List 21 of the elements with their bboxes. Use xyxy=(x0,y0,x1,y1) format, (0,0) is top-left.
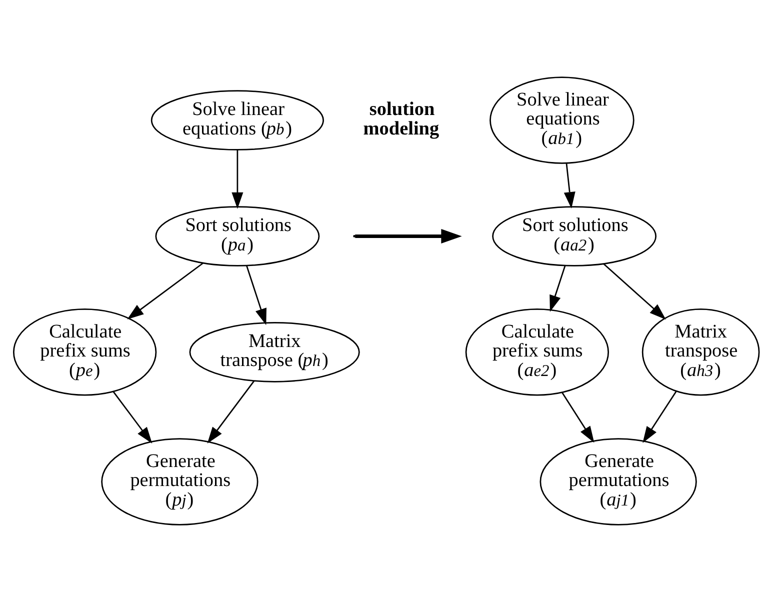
arrow xyxy=(112,391,152,444)
node-ellipse: Sort solutions (aa2) xyxy=(492,206,657,266)
node-ellipse: Solve linear equations (ab1) xyxy=(490,76,634,164)
node-ellipse: Generate permutations (pj) xyxy=(101,438,258,526)
node-ellipse: Sort solutions (pa) xyxy=(155,206,320,266)
arrow xyxy=(561,392,594,443)
label: solution modeling xyxy=(363,99,440,140)
node-ellipse: Generate permutations (aj1) xyxy=(540,438,697,526)
node-ellipse: Solve linear equations (pb) xyxy=(150,90,324,150)
arrow xyxy=(550,265,566,312)
arrow xyxy=(642,390,677,443)
arrow xyxy=(207,380,255,444)
arrow xyxy=(603,263,666,320)
node-ellipse: Calculate prefix sums (ae2) xyxy=(465,308,610,396)
arrow xyxy=(564,163,576,208)
arrow xyxy=(246,265,266,326)
arrow xyxy=(232,150,244,209)
arrow xyxy=(127,262,204,320)
node-ellipse: Calculate prefix sums (pe) xyxy=(13,308,157,396)
node-ellipse: Matrix transpose (ah3) xyxy=(642,308,760,396)
node-ellipse: Matrix transpose (ph) xyxy=(189,322,360,382)
